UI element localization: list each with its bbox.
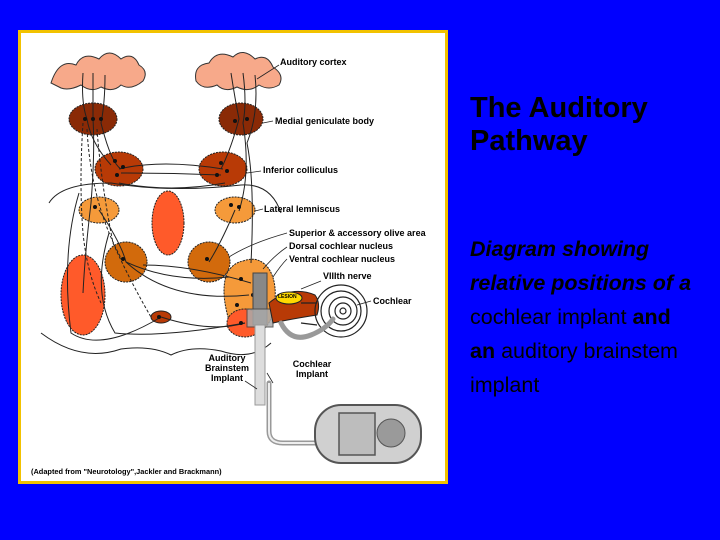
label-inferior-colliculus: Inferior colliculus bbox=[263, 165, 339, 175]
label-abi-line3: Implant bbox=[210, 373, 243, 383]
label-cochlear: Cochlear bbox=[373, 296, 412, 306]
slide-title-line2: Pathway bbox=[470, 125, 588, 157]
auditory-cortex-right bbox=[195, 52, 282, 91]
pathway-fibers bbox=[66, 72, 257, 341]
desc-and: and bbox=[632, 305, 671, 329]
label-abi-line1: Auditory bbox=[208, 353, 246, 363]
lateral-lobe-left bbox=[60, 254, 106, 336]
central-lobe bbox=[151, 190, 185, 256]
desc-bold-intro: Diagram showing relative positions of a bbox=[470, 237, 692, 295]
cochlea bbox=[300, 284, 368, 338]
label-medial-geniculate-body: Medial geniculate body bbox=[275, 116, 375, 126]
label-ventral-cochlear-nucleus: Ventral cochlear nucleus bbox=[289, 254, 396, 264]
medial-geniculate-right bbox=[218, 102, 264, 136]
slide-title-line1: The Auditory bbox=[470, 92, 648, 124]
label-abi-line2: Brainstem bbox=[204, 363, 249, 373]
label-lateral-lemniscus: Lateral lemniscus bbox=[264, 204, 341, 214]
lesion-marker bbox=[275, 291, 303, 305]
label-leaders bbox=[228, 64, 372, 390]
source-credit: (Adapted from "Neurotology",Jackler and … bbox=[31, 467, 222, 476]
neuron-dots bbox=[83, 117, 255, 325]
label-lesion: LESION bbox=[278, 294, 297, 300]
label-abi: Auditory Brainstem Implant bbox=[201, 353, 253, 383]
label-ci-line2: Implant bbox=[295, 369, 328, 379]
label-dorsal-cochlear-nucleus: Dorsal cochlear nucleus bbox=[289, 241, 394, 251]
label-viii-nerve: VIIIth nerve bbox=[323, 271, 372, 281]
label-superior-olive: Superior & accessory olive area bbox=[289, 228, 426, 238]
auditory-pathway-diagram bbox=[40, 52, 422, 464]
slide-title: The Auditory Pathway bbox=[470, 92, 715, 158]
desc-auditory-brainstem-implant: auditory brainstem implant bbox=[470, 339, 678, 397]
label-auditory-cortex: Auditory cortex bbox=[280, 57, 347, 67]
diagram-panel: Auditory cortex Medial geniculate body I… bbox=[18, 30, 448, 484]
slide-description: Diagram showing relative positions of a … bbox=[470, 232, 715, 402]
auditory-cortex-left bbox=[50, 52, 146, 91]
cable-inner bbox=[268, 383, 321, 444]
desc-an: an bbox=[470, 339, 496, 363]
pathway-dashed bbox=[80, 122, 152, 318]
label-ci-line1: Cochlear bbox=[292, 359, 332, 369]
brainstem-implant-device bbox=[246, 272, 274, 406]
desc-cochlear-implant: cochlear implant bbox=[470, 305, 627, 329]
label-ci: Cochlear Implant bbox=[287, 359, 337, 379]
receiver-stimulator bbox=[314, 404, 422, 464]
